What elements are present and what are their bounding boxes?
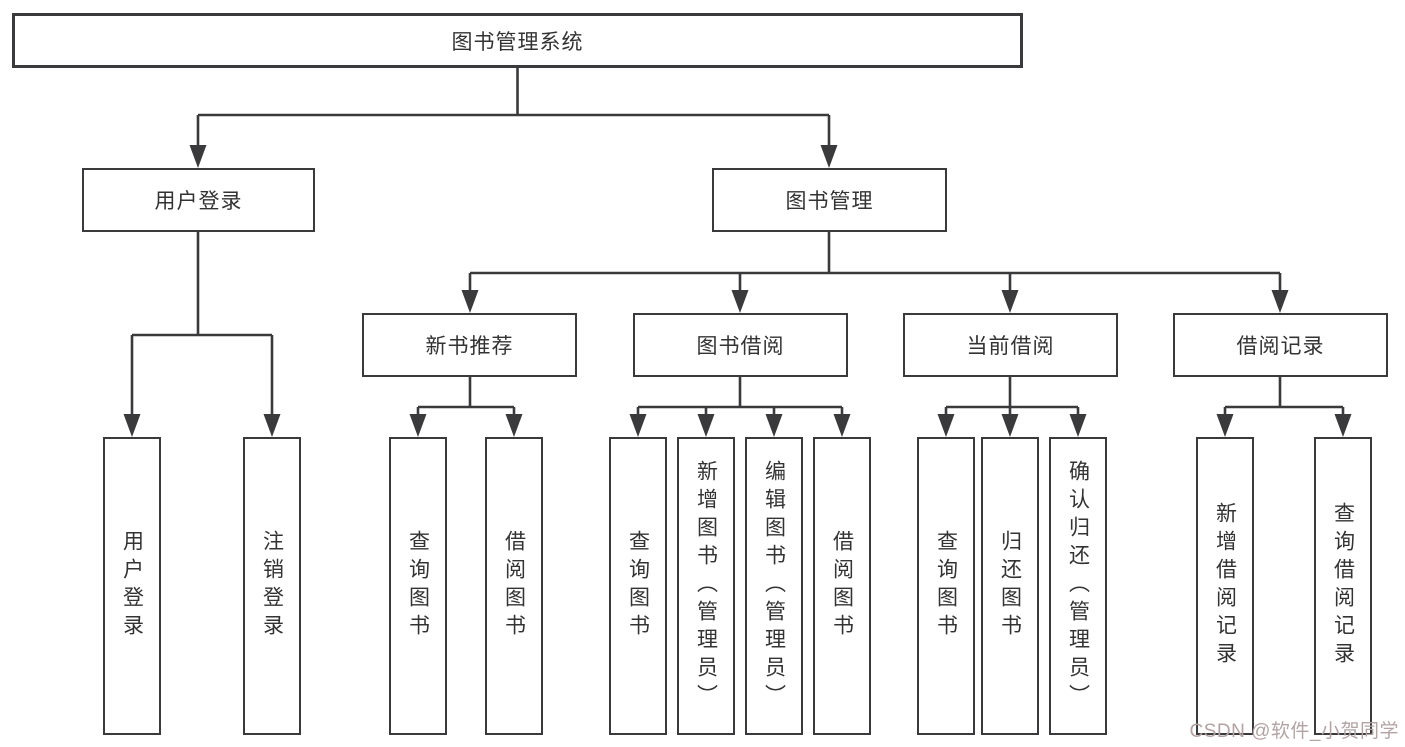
node-label: 借阅记录 bbox=[1236, 335, 1325, 358]
node-current-borrow: 当前借阅 bbox=[903, 313, 1118, 377]
arrowhead bbox=[731, 290, 749, 313]
node-user-login: 用户登录 bbox=[82, 168, 315, 232]
node-label: 图书借阅 bbox=[696, 335, 785, 358]
node-leaf-borrow-books: 借阅图书 bbox=[813, 437, 871, 735]
arrowhead bbox=[189, 145, 207, 168]
node-leaf-edit-books-admin: 编辑图书（管理员） bbox=[745, 437, 803, 735]
node-label: 图书管理 bbox=[785, 190, 874, 213]
connector-borrow-records-to-leaves bbox=[1223, 377, 1345, 419]
node-label: 图书管理系统 bbox=[451, 30, 584, 54]
connector-book-mgmt-to-level3 bbox=[468, 232, 1282, 295]
connector-user-login-to-leaves bbox=[130, 232, 274, 419]
arrowhead bbox=[409, 414, 427, 437]
node-leaf-borrow-books-recommend: 借阅图书 bbox=[485, 437, 543, 735]
connector-new-book-rec-to-leaves bbox=[416, 377, 516, 419]
node-leaf-search-books-recommend: 查询图书 bbox=[389, 437, 447, 735]
node-book-management: 图书管理 bbox=[712, 168, 947, 232]
node-label: 新书推荐 bbox=[425, 335, 514, 358]
arrowhead bbox=[505, 414, 523, 437]
node-borrow-records: 借阅记录 bbox=[1173, 313, 1388, 377]
node-label: 新增借阅记录 bbox=[1213, 502, 1237, 670]
node-leaf-return-books: 归还图书 bbox=[981, 437, 1039, 735]
arrowhead bbox=[697, 414, 715, 437]
node-label: 当前借阅 bbox=[966, 335, 1055, 358]
arrowhead bbox=[1069, 414, 1087, 437]
connector-current-borrow-to-leaves bbox=[944, 377, 1080, 419]
connector-root-to-level2 bbox=[196, 68, 831, 150]
arrowhead bbox=[820, 145, 838, 168]
node-leaf-confirm-return-admin: 确认归还（管理员） bbox=[1049, 437, 1107, 735]
arrowhead bbox=[629, 414, 647, 437]
node-label: 新增图书（管理员） bbox=[694, 460, 718, 712]
arrowhead bbox=[123, 414, 141, 437]
node-book-borrow: 图书借阅 bbox=[633, 313, 848, 377]
node-label: 归还图书 bbox=[998, 530, 1022, 642]
arrowhead bbox=[833, 414, 851, 437]
csdn-watermark: CSDN @软件_小贺同学 bbox=[1189, 721, 1399, 742]
node-leaf-search-books-borrow: 查询图书 bbox=[609, 437, 667, 735]
node-label: 编辑图书（管理员） bbox=[762, 460, 786, 712]
node-label: 查询图书 bbox=[406, 530, 430, 642]
node-leaf-search-borrow-record: 查询借阅记录 bbox=[1314, 437, 1372, 735]
node-library-management-system: 图书管理系统 bbox=[12, 13, 1023, 68]
node-leaf-add-books-admin: 新增图书（管理员） bbox=[677, 437, 735, 735]
node-label: 借阅图书 bbox=[502, 530, 526, 642]
arrowhead bbox=[765, 414, 783, 437]
arrowhead bbox=[1334, 414, 1352, 437]
arrowhead bbox=[263, 414, 281, 437]
node-label: 确认归还（管理员） bbox=[1066, 460, 1090, 712]
arrowhead bbox=[1001, 414, 1019, 437]
node-label: 查询图书 bbox=[626, 530, 650, 642]
arrowhead bbox=[1271, 290, 1289, 313]
arrowhead bbox=[1001, 290, 1019, 313]
node-leaf-logout: 注销登录 bbox=[243, 437, 301, 735]
node-label: 查询图书 bbox=[934, 530, 958, 642]
node-leaf-search-books-current: 查询图书 bbox=[917, 437, 975, 735]
arrowhead bbox=[1216, 414, 1234, 437]
node-label: 查询借阅记录 bbox=[1331, 502, 1355, 670]
node-leaf-user-login: 用户登录 bbox=[103, 437, 161, 735]
node-label: 用户登录 bbox=[154, 190, 243, 213]
node-label: 注销登录 bbox=[260, 530, 284, 642]
arrowhead bbox=[461, 290, 479, 313]
arrowhead bbox=[937, 414, 955, 437]
node-label: 用户登录 bbox=[120, 530, 144, 642]
node-leaf-add-borrow-record: 新增借阅记录 bbox=[1196, 437, 1254, 735]
node-label: 借阅图书 bbox=[830, 530, 854, 642]
node-new-book-recommend: 新书推荐 bbox=[362, 313, 577, 377]
connector-book-borrow-to-leaves bbox=[636, 377, 844, 419]
